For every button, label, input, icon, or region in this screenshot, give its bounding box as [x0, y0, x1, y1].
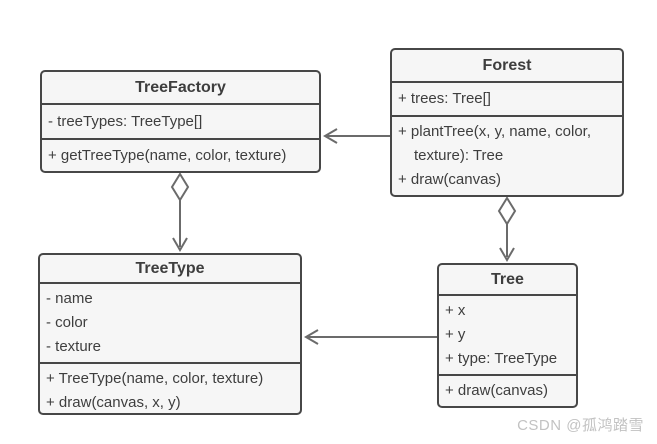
- class-title: TreeFactory: [42, 72, 319, 105]
- class-title: TreeType: [40, 255, 300, 284]
- arrow-forest-to-treefactory: [323, 128, 390, 144]
- class-method: + TreeType(name, color, texture): [46, 370, 264, 387]
- open-arrowhead-down-icon: [499, 247, 515, 262]
- class-method: + draw(canvas): [445, 382, 548, 399]
- methods-compartment: + getTreeType(name, color, texture): [42, 138, 319, 171]
- open-arrowhead-left-icon: [323, 128, 338, 144]
- hollow-diamond-icon: [170, 172, 190, 202]
- attributes-compartment: - treeTypes: TreeType[]: [42, 105, 319, 138]
- class-method: + plantTree(x, y, name, color, texture):…: [398, 123, 592, 164]
- class-attribute: - texture: [46, 338, 102, 355]
- class-attribute: + type: TreeType: [445, 350, 558, 367]
- attributes-compartment: + x + y + type: TreeType: [439, 296, 576, 374]
- methods-compartment: + draw(canvas): [439, 374, 576, 406]
- class-box-tree: Tree + x + y + type: TreeType + draw(can…: [437, 263, 578, 408]
- class-title: Tree: [439, 265, 576, 296]
- hollow-diamond-icon: [497, 196, 517, 226]
- class-attribute: + trees: Tree[]: [398, 90, 491, 107]
- aggregation-treefactory-to-treetype: [170, 172, 190, 252]
- watermark: CSDN @孤鸿踏雪: [517, 417, 644, 434]
- open-arrowhead-left-icon: [304, 329, 319, 345]
- class-method: + draw(canvas, x, y): [46, 394, 181, 411]
- class-box-treetype: TreeType - name - color - texture + Tree…: [38, 253, 302, 415]
- arrow-tree-to-treetype: [304, 329, 437, 345]
- aggregation-forest-to-tree: [497, 196, 517, 262]
- class-attribute: + x: [445, 302, 466, 319]
- class-box-treefactory: TreeFactory - treeTypes: TreeType[] + ge…: [40, 70, 321, 173]
- class-attribute: - name: [46, 290, 93, 307]
- class-method: + draw(canvas): [398, 171, 501, 188]
- class-attribute: - color: [46, 314, 88, 331]
- methods-compartment: + plantTree(x, y, name, color, texture):…: [392, 115, 622, 195]
- class-box-forest: Forest + trees: Tree[] + plantTree(x, y,…: [390, 48, 624, 197]
- attributes-compartment: - name - color - texture: [40, 284, 300, 362]
- methods-compartment: + TreeType(name, color, texture) + draw(…: [40, 362, 300, 418]
- class-title: Forest: [392, 50, 622, 83]
- open-arrowhead-down-icon: [172, 237, 188, 252]
- attributes-compartment: + trees: Tree[]: [392, 83, 622, 115]
- class-method: + getTreeType(name, color, texture): [48, 146, 287, 164]
- class-attribute: + y: [445, 326, 466, 343]
- class-attribute: - treeTypes: TreeType[]: [48, 112, 203, 130]
